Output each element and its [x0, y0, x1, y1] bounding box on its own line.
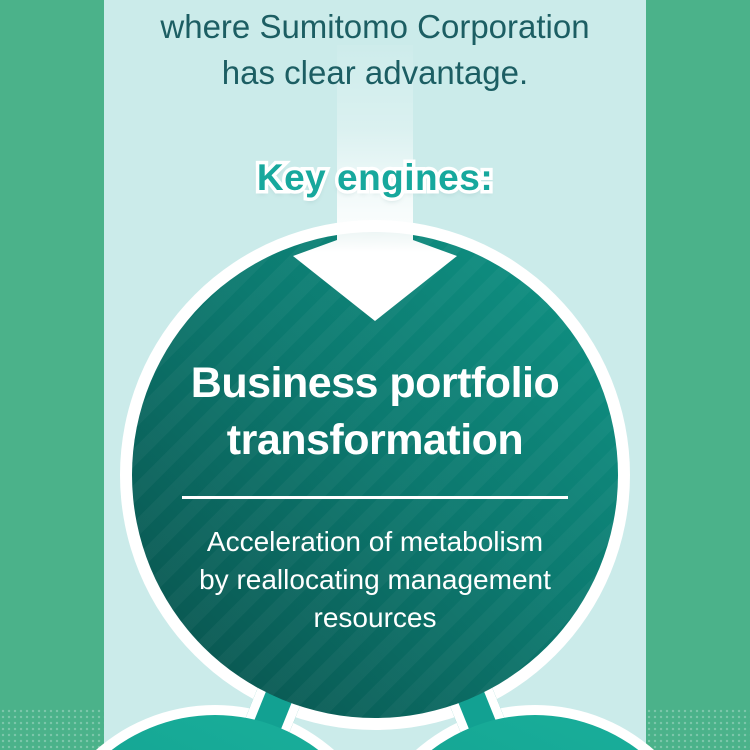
header-text: where Sumitomo Corporation has clear adv…	[104, 4, 646, 96]
key-engines-text: Key engines:	[256, 157, 494, 198]
left-green-margin	[0, 0, 104, 750]
main-circle-title: Business portfolio transformation	[104, 355, 646, 469]
title-line-1: Business portfolio	[190, 359, 560, 407]
header-line-2: has clear advantage.	[221, 54, 529, 91]
title-divider	[182, 496, 568, 499]
right-green-margin	[646, 0, 750, 750]
subtitle-line-1: Acceleration of metabolism	[206, 526, 544, 557]
main-circle	[132, 232, 618, 718]
key-engines-label: Key engines: Key engines:	[104, 154, 646, 209]
header-line-1: where Sumitomo Corporation	[160, 8, 590, 45]
subtitle-line-3: resources	[313, 602, 437, 633]
main-circle-subtitle: Acceleration of metabolism by reallocati…	[104, 523, 646, 637]
subtitle-line-2: by reallocating management	[199, 564, 551, 595]
title-line-2: transformation	[226, 416, 524, 464]
